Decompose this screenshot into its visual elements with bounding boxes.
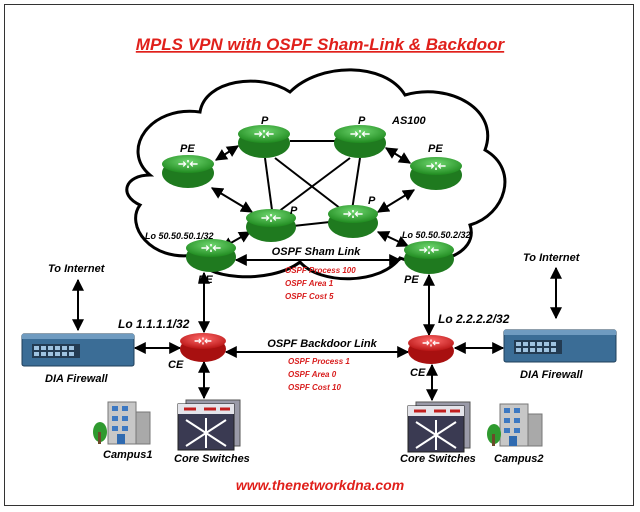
p-bottom-left-label: P	[290, 205, 298, 217]
sham-link-label: OSPF Sham Link	[272, 246, 362, 258]
router-p-bottom-right[interactable]	[328, 205, 378, 238]
left-firewall-label: DIA Firewall	[45, 373, 108, 385]
pe-lower-right-label: PE	[404, 274, 419, 286]
ce-left-label: CE	[168, 359, 184, 371]
campus2-building-icon	[487, 403, 543, 447]
router-pe-lower-right[interactable]	[404, 241, 454, 274]
diagram-title: MPLS VPN with OSPF Sham-Link & Backdoor	[136, 35, 506, 54]
p-top-left-label: P	[261, 115, 269, 127]
pe-right-loopback: Lo 50.50.50.2/32	[402, 230, 471, 240]
backdoor-link-label: OSPF Backdoor Link	[267, 338, 377, 350]
as-label: AS100	[391, 115, 427, 127]
footer-url[interactable]: www.thenetworkdna.com	[236, 477, 404, 493]
core-switches-right-icon[interactable]	[407, 401, 471, 453]
router-pe-lower-left[interactable]	[186, 239, 236, 272]
backdoor-link-detail-area: OSPF Area 0	[288, 370, 337, 379]
firewall-right[interactable]	[503, 329, 617, 363]
backdoor-link-detail-cost: OSPF Cost 10	[288, 383, 341, 392]
ce-left-loopback: Lo 1.1.1.1/32	[118, 317, 190, 331]
right-internet-label: To Internet	[523, 252, 581, 264]
p-bottom-right-label: P	[368, 195, 376, 207]
backdoor-link-detail-process: OSPF Process 1	[288, 357, 350, 366]
pe-lower-left-label: PE	[198, 274, 213, 286]
right-firewall-label: DIA Firewall	[520, 369, 583, 381]
firewall-left[interactable]	[21, 333, 135, 367]
left-campus-label: Campus1	[103, 449, 153, 461]
campus1-building-icon	[93, 401, 151, 445]
pe-upper-left-label: PE	[180, 143, 195, 155]
core-switches-left-icon[interactable]	[177, 399, 241, 451]
router-ce-left[interactable]	[180, 333, 226, 362]
sham-link-detail-process: OSPF Process 100	[285, 266, 356, 275]
router-pe-upper-left[interactable]	[162, 155, 214, 188]
right-campus-label: Campus2	[494, 453, 544, 465]
sham-link-detail-area: OSPF Area 1	[285, 279, 334, 288]
ce-right-label: CE	[410, 367, 426, 379]
router-ce-right[interactable]	[408, 335, 454, 364]
core-links	[264, 140, 361, 227]
router-p-top-right[interactable]	[334, 125, 386, 158]
access-links	[72, 145, 562, 402]
pe-upper-right-label: PE	[428, 143, 443, 155]
router-p-top-left[interactable]	[238, 125, 290, 158]
router-p-bottom-left[interactable]	[246, 209, 296, 242]
p-top-right-label: P	[358, 115, 366, 127]
pe-left-loopback: Lo 50.50.50.1/32	[145, 231, 214, 241]
left-internet-label: To Internet	[48, 263, 106, 275]
router-pe-upper-right[interactable]	[410, 157, 462, 190]
right-switches-label: Core Switches	[400, 453, 476, 465]
sham-link-detail-cost: OSPF Cost 5	[285, 292, 334, 301]
left-switches-label: Core Switches	[174, 453, 250, 465]
ce-right-loopback: Lo 2.2.2.2/32	[438, 312, 510, 326]
